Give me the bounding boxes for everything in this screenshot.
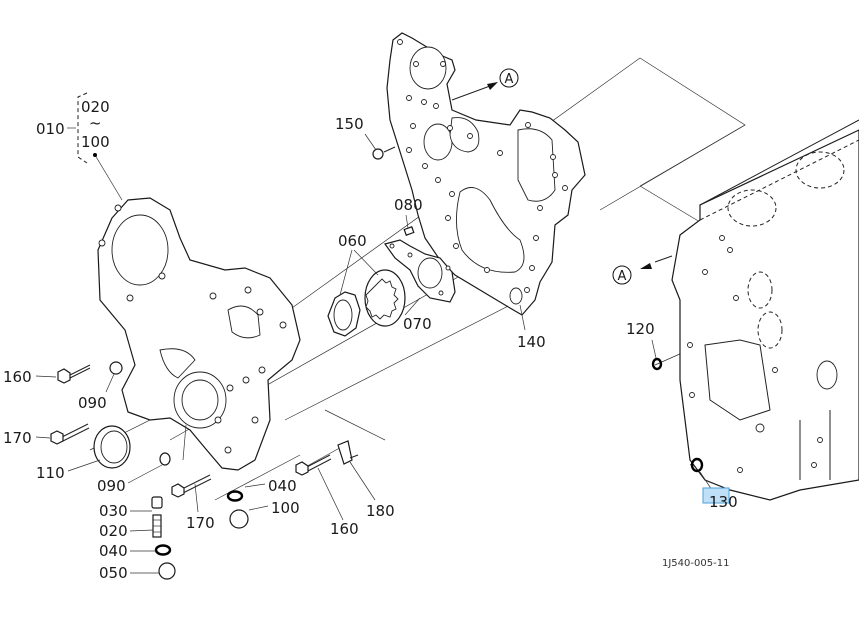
bolt-160-left[interactable] — [57, 364, 91, 384]
callout-180[interactable]: 180 — [366, 502, 395, 520]
view-marker-a-lower[interactable]: A — [612, 255, 673, 285]
callout-140[interactable]: 140 — [517, 333, 546, 351]
bolt-170-mid[interactable] — [171, 474, 212, 498]
oil-pump-rotor-060[interactable] — [364, 269, 406, 327]
callout-150[interactable]: 150 — [335, 115, 364, 133]
marker-label: A — [505, 72, 514, 87]
callout-060[interactable]: 060 — [338, 232, 367, 250]
assembly-group-bracket: 010 020 ~ 100 — [36, 92, 110, 164]
engine-block[interactable] — [671, 119, 859, 501]
bolt-080[interactable] — [403, 226, 415, 236]
bolt-150[interactable] — [372, 146, 396, 160]
bracket-180[interactable] — [337, 440, 359, 465]
plug-090-upper[interactable] — [109, 361, 123, 375]
plug-100[interactable] — [229, 509, 249, 529]
leader-lines — [35, 127, 713, 574]
relief-valve-parts[interactable] — [151, 496, 176, 580]
gear-case-plate-140[interactable] — [386, 32, 586, 316]
o-ring-130[interactable] — [690, 457, 704, 473]
marker-label: A — [618, 269, 627, 284]
range-end: 100 — [81, 133, 110, 151]
callout-130[interactable]: 130 — [709, 493, 738, 511]
oil-pump-outer-gear-060[interactable] — [327, 291, 361, 337]
callout-160-right[interactable]: 160 — [330, 520, 359, 538]
callout-170-left[interactable]: 170 — [3, 429, 32, 447]
range-separator: ~ — [89, 114, 102, 132]
gear-case-housing[interactable] — [97, 197, 301, 471]
callout-080[interactable]: 080 — [394, 196, 423, 214]
arrow-icon — [640, 263, 652, 269]
callout-090-lower[interactable]: 090 — [97, 477, 126, 495]
bolt-170-left[interactable] — [50, 423, 90, 445]
callout-010[interactable]: 010 — [36, 120, 65, 138]
oil-pump-cover-070[interactable] — [384, 239, 456, 303]
callout-040-right[interactable]: 040 — [268, 477, 297, 495]
callout-040-left[interactable]: 040 — [99, 542, 128, 560]
drawing-reference-code: 1J540-005-11 — [662, 558, 729, 569]
view-marker-a-upper[interactable]: A — [451, 68, 519, 101]
bolt-160-right[interactable] — [295, 454, 332, 476]
callout-050[interactable]: 050 — [99, 564, 128, 582]
oil-seal-110[interactable] — [93, 425, 131, 469]
gasket-040-right[interactable] — [226, 490, 244, 502]
callout-070[interactable]: 070 — [403, 315, 432, 333]
callout-020[interactable]: 020 — [99, 522, 128, 540]
callout-120[interactable]: 120 — [626, 320, 655, 338]
range-start: 020 — [81, 98, 110, 116]
o-ring-120[interactable] — [651, 357, 663, 371]
callout-100[interactable]: 100 — [271, 499, 300, 517]
selected-highlight — [702, 487, 730, 504]
callout-090-upper[interactable]: 090 — [78, 394, 107, 412]
plug-090-lower[interactable] — [159, 452, 171, 466]
callout-labels: 150 080 060 070 140 120 130 160 090 170 … — [3, 115, 738, 582]
callout-170-mid[interactable]: 170 — [186, 514, 215, 532]
callout-030[interactable]: 030 — [99, 502, 128, 520]
callout-110[interactable]: 110 — [36, 464, 65, 482]
arrow-icon — [487, 82, 498, 90]
callout-160-left[interactable]: 160 — [3, 368, 32, 386]
